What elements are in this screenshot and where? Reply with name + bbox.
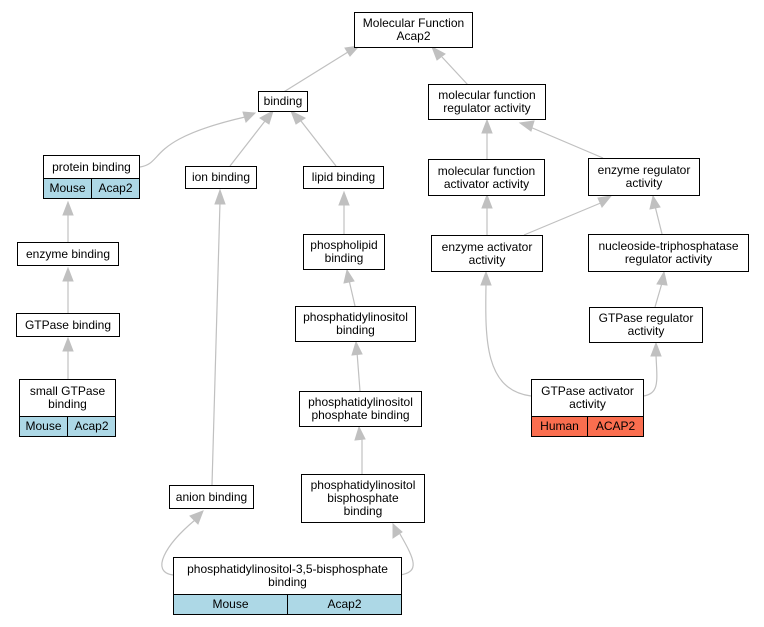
edge-gtpase-activator-to-gtpase-regulator [642, 354, 658, 397]
edge-pi-to-phospholipid [348, 279, 356, 307]
edge-pi35p2-to-anion [161, 519, 196, 576]
node-label: phosphatidylinositol binding [303, 310, 408, 337]
edge-enzyme-activator-to-enzyme-regulator [523, 201, 604, 236]
node-label: GTPase binding [24, 317, 112, 332]
edge-anion-to-ion-binding [211, 201, 221, 486]
arrowhead-regulator-right [518, 120, 535, 132]
arrowhead-binding-center [259, 109, 274, 125]
go-node-enzyme-binding[interactable]: enzyme binding [17, 242, 119, 266]
arrowhead-gtpase-regulator [650, 341, 662, 357]
node-label: protein binding [52, 159, 131, 174]
edge-enzyme-regulator-to-regulator [529, 126, 604, 159]
node-label: GTPase activator activity [541, 384, 634, 411]
go-node-binding[interactable]: binding [258, 91, 308, 112]
edge-lipid-binding-to-binding [300, 120, 337, 167]
go-node-ion-binding[interactable]: ion binding [185, 166, 257, 189]
go-node-gtpase-binding[interactable]: GTPase binding [16, 313, 120, 337]
node-label: phosphatidylinositol bisphosphate bindin… [310, 478, 416, 518]
node-label: nucleoside-triphosphatase regulator acti… [598, 239, 739, 266]
node-label: binding [263, 94, 303, 108]
edge-regulator-to-root [441, 56, 469, 86]
go-node-phospholipid-binding[interactable]: phospholipid binding [303, 234, 385, 270]
go-node-mf-regulator[interactable]: molecular function regulator activity [428, 84, 546, 120]
go-node-enzyme-regulator[interactable]: enzyme regulator activity [588, 158, 700, 196]
go-node-mf-root[interactable]: Molecular Function Acap2 [354, 12, 473, 48]
species-tag-mouse: Mouse [49, 181, 86, 195]
edge-pi35p2-to-pip2 [399, 533, 414, 576]
arrowhead-regulator-center [481, 118, 493, 134]
go-node-lipid-binding[interactable]: lipid binding [303, 166, 384, 189]
node-label: small GTPase binding [29, 384, 106, 411]
go-node-pip-binding[interactable]: phosphatidylinositol phosphate binding [299, 391, 422, 427]
arrowhead-root-left [344, 45, 361, 57]
arrowhead-enzyme-regulator-left [597, 195, 613, 208]
species-tag-human: Human [540, 419, 579, 433]
arrowhead-ntpase [656, 270, 668, 286]
go-node-ntpase-regulator[interactable]: nucleoside-triphosphatase regulator acti… [588, 234, 749, 272]
node-label: Molecular Function Acap2 [362, 16, 465, 43]
edge-gtpase-regulator-to-ntpase [654, 282, 663, 308]
edge-ion-binding-to-binding [229, 120, 266, 167]
edge-protein-binding-to-binding [139, 116, 246, 168]
arrowhead-binding-right [290, 109, 306, 125]
edge-ntpase-to-enzyme-regulator [654, 205, 663, 235]
gene-tag: ACAP2 [587, 417, 643, 436]
node-label: GTPase regulator activity [598, 311, 694, 338]
edge-gtpase-activator-to-enzyme-activator [485, 284, 532, 397]
arrowhead-binding-left [242, 111, 257, 123]
go-node-pi-binding[interactable]: phosphatidylinositol binding [295, 306, 416, 342]
node-label: enzyme binding [25, 246, 111, 261]
arrowhead-phospholipid [343, 268, 355, 284]
gene-tag: Acap2 [91, 179, 139, 198]
arrowhead-lipid-binding [338, 190, 350, 206]
go-node-pip2-binding[interactable]: phosphatidylinositol bisphosphate bindin… [301, 474, 425, 523]
arrowhead-pi [351, 340, 363, 356]
species-tag-mouse: Mouse [212, 597, 249, 611]
go-node-gtpase-regulator[interactable]: GTPase regulator activity [589, 307, 703, 343]
species-tag-mouse: Mouse [25, 419, 62, 433]
arrowhead-protein-binding [62, 200, 74, 216]
arrowhead-pip [354, 425, 366, 441]
node-label: enzyme activator activity [441, 239, 533, 267]
node-label: ion binding [191, 170, 251, 184]
node-label: lipid binding [311, 170, 376, 184]
arrowhead-enzyme-binding [62, 266, 74, 282]
annotation-row: Human ACAP2 [532, 416, 643, 436]
annotation-row: Mouse Acap2 [20, 416, 115, 436]
arrowhead-anion [189, 510, 204, 525]
gene-tag: Acap2 [287, 595, 401, 614]
gene-tag: Acap2 [67, 417, 115, 436]
go-node-gtpase-activator[interactable]: GTPase activator activity Human ACAP2 [531, 379, 644, 437]
go-node-protein-binding[interactable]: protein binding Mouse Acap2 [43, 155, 140, 199]
node-label: anion binding [175, 489, 248, 504]
go-node-small-gtpase-binding[interactable]: small GTPase binding Mouse Acap2 [19, 379, 116, 437]
node-label: molecular function activator activity [437, 163, 536, 191]
node-label: phospholipid binding [310, 238, 378, 265]
annotation-row: Mouse Acap2 [174, 594, 401, 614]
node-label: enzyme regulator activity [597, 163, 691, 190]
node-label: phosphatidylinositol phosphate binding [308, 395, 413, 422]
annotation-row: Mouse Acap2 [44, 178, 139, 198]
arrowhead-ion-binding [214, 188, 226, 205]
node-label: phosphatidylinositol-3,5-bisphosphate bi… [187, 562, 388, 589]
arrowhead-pip2 [392, 522, 403, 539]
edge-pip-to-pi [356, 351, 361, 392]
arrowhead-gtpase-binding [62, 336, 74, 352]
go-node-anion-binding[interactable]: anion binding [169, 485, 254, 509]
edge-binding-to-root [281, 51, 349, 94]
go-node-pi35p2-binding[interactable]: phosphatidylinositol-3,5-bisphosphate bi… [173, 557, 402, 615]
arrowhead-enzyme-regulator-right [649, 194, 661, 210]
arrowhead-activator [481, 193, 493, 209]
arrowhead-enzyme-activator [480, 270, 492, 286]
arrowhead-root-right [431, 45, 446, 61]
node-label: molecular function regulator activity [438, 88, 536, 115]
go-node-mf-activator[interactable]: molecular function activator activity [428, 159, 545, 196]
go-node-enzyme-activator[interactable]: enzyme activator activity [431, 235, 543, 272]
